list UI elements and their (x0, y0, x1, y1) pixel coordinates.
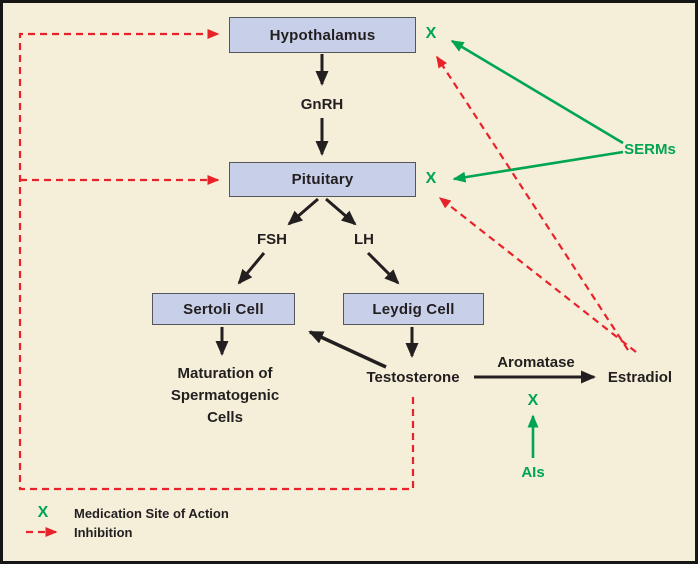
inhibition-estradiol-to-hypothalamus (436, 55, 629, 351)
legend-inhibition-label: Inhibition (74, 525, 133, 540)
label-estradiol: Estradiol (607, 369, 673, 386)
label-maturation: Maturation of Spermatogenic Cells (170, 365, 280, 426)
label-fsh: FSH (257, 231, 287, 248)
inhibition-testosterone-to-hypothalamus (18, 29, 415, 491)
medication-site-x-aromatase: X (527, 392, 539, 409)
arrow-serms-to-hypothalamus-x (450, 39, 624, 145)
legend-medication-site-label: Medication Site of Action (74, 506, 229, 521)
label-ais: AIs (521, 464, 545, 481)
arrow-pituitary-to-fsh (287, 197, 319, 226)
label-lh: LH (354, 231, 374, 248)
medication-site-x-hypothalamus: X (425, 25, 437, 42)
arrow-fsh-to-sertoli (237, 252, 266, 285)
legend-x-marker: X (37, 504, 49, 521)
label-aromatase: Aromatase (497, 354, 575, 371)
label-serms: SERMs (624, 141, 676, 158)
arrow-pituitary-to-lh (325, 197, 357, 226)
arrow-testosterone-to-sertoli (308, 330, 387, 369)
node-leydig-cell: Leydig Cell (343, 293, 484, 325)
arrow-lh-to-leydig (366, 251, 400, 285)
inhibition-estradiol-to-pituitary (438, 197, 637, 353)
label-gnrh: GnRH (300, 96, 344, 113)
node-pituitary: Pituitary (229, 162, 416, 197)
node-hypothalamus: Hypothalamus (229, 17, 416, 53)
arrow-serms-to-pituitary-x (452, 150, 624, 183)
label-testosterone: Testosterone (366, 369, 460, 386)
node-sertoli-cell: Sertoli Cell (152, 293, 295, 325)
medication-site-x-pituitary: X (425, 170, 437, 187)
